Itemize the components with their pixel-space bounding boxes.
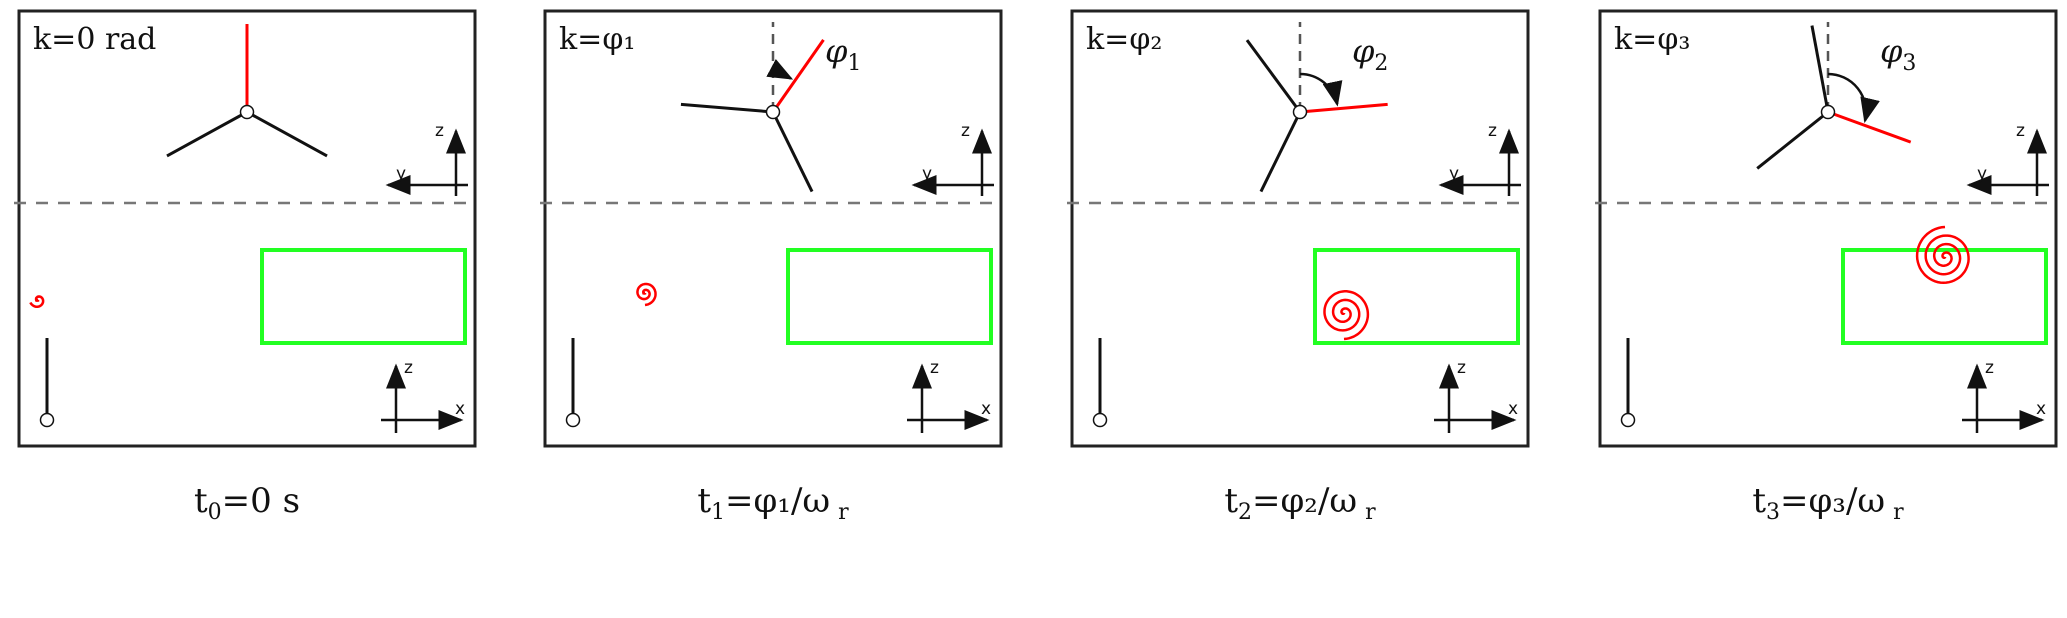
rotor-hub	[765, 104, 781, 120]
z-axis-label: z	[961, 121, 970, 141]
k-label: k=0 rad	[33, 22, 156, 57]
rotation-angle-arrow	[1827, 72, 1880, 124]
target-region-box	[1313, 248, 1520, 345]
k-label: k=φ₂	[1086, 22, 1162, 57]
x-axis-label: x	[2036, 399, 2046, 419]
y-axis-label: y	[922, 164, 932, 184]
z-axis-label: z	[1488, 121, 1497, 141]
angle-label: φ2	[1352, 32, 1388, 76]
reference-blade	[1299, 102, 1388, 114]
z-axis-label: z	[435, 121, 444, 141]
blade	[680, 102, 774, 114]
panel-frame	[17, 9, 477, 448]
z-axis-label: z	[2016, 121, 2025, 141]
wake-spiral	[1915, 225, 1970, 284]
panel-frame	[543, 9, 1003, 448]
rotation-angle-arrow	[1299, 72, 1343, 107]
rotor-hub	[239, 104, 255, 120]
blade	[771, 111, 814, 193]
wake-spiral	[636, 282, 657, 307]
blade	[1756, 110, 1829, 170]
y-axis-label: y	[396, 164, 406, 184]
rotation-angle-arrow	[766, 59, 794, 80]
blade	[1810, 25, 1830, 113]
blade	[166, 110, 248, 158]
reference-blade	[771, 39, 825, 113]
wake-spiral	[1323, 290, 1370, 341]
reference-blade	[1827, 110, 1912, 144]
panel-0: k=0 rad z y z x t0=0 s	[14, 9, 477, 525]
x-axis-label: x	[981, 399, 991, 419]
rotor-hub	[1292, 104, 1308, 120]
target-region-box	[1841, 248, 2048, 345]
target-region-box	[786, 248, 993, 345]
blade	[1259, 111, 1302, 193]
time-caption: t0=0 s	[194, 481, 300, 525]
angle-label: φ1	[825, 32, 861, 76]
k-label: k=φ₃	[1614, 22, 1690, 57]
y-axis-label: y	[1977, 164, 1987, 184]
z-axis-label: z	[930, 358, 939, 378]
z-axis-label: z	[404, 358, 413, 378]
rotor-hub	[1820, 104, 1836, 120]
wake-spiral	[29, 295, 45, 308]
x-axis-label: x	[455, 399, 465, 419]
x-axis-label: x	[1508, 399, 1518, 419]
blade	[246, 110, 328, 158]
panel-frame	[1598, 9, 2058, 448]
y-axis-label: y	[1449, 164, 1459, 184]
rotor-base	[39, 412, 55, 428]
panel-frame	[1070, 9, 1530, 448]
target-region-box	[260, 248, 467, 345]
z-axis-label: z	[1985, 358, 1994, 378]
z-axis-label: z	[1457, 358, 1466, 378]
rotor-base	[1620, 412, 1636, 428]
k-label: k=φ₁	[559, 22, 635, 57]
blade	[1245, 39, 1302, 113]
angle-label: φ3	[1880, 32, 1916, 76]
rotor-base	[1092, 412, 1108, 428]
rotor-base	[565, 412, 581, 428]
